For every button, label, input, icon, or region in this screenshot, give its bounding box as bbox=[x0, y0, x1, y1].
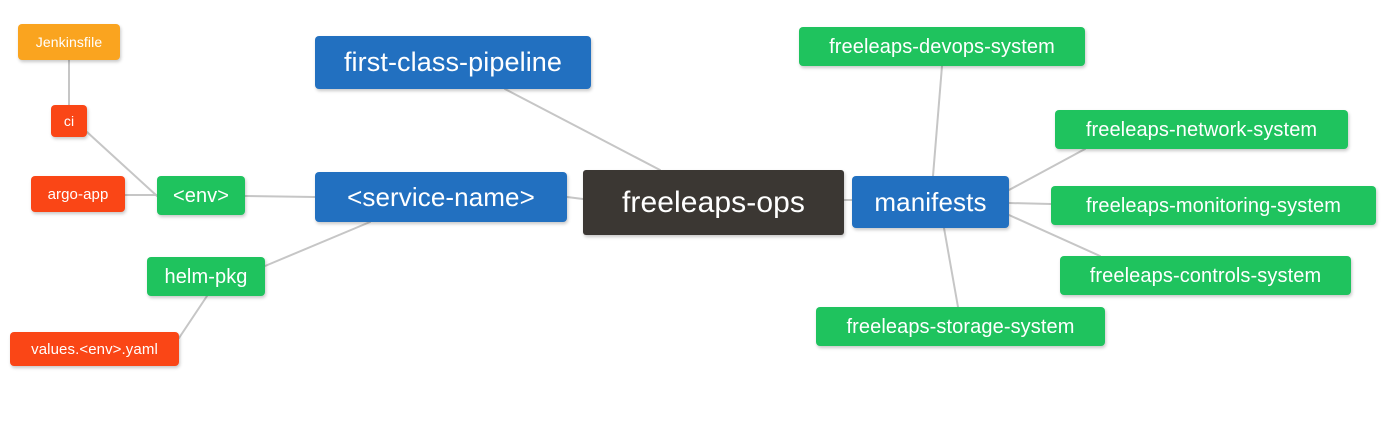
edge-env-to-service-name bbox=[244, 195, 316, 198]
node-helm-pkg[interactable]: helm-pkg bbox=[147, 257, 265, 296]
edge-manifests-to-freeleaps-storage-system bbox=[943, 227, 959, 308]
node-values-yaml[interactable]: values.<env>.yaml bbox=[10, 332, 179, 366]
edge-service-name-to-freeleaps-ops bbox=[566, 196, 584, 200]
node-manifests[interactable]: manifests bbox=[852, 176, 1009, 228]
node-freeleaps-monitoring-system[interactable]: freeleaps-monitoring-system bbox=[1051, 186, 1376, 225]
node-argo-app[interactable]: argo-app bbox=[31, 176, 125, 212]
node-jenkinsfile[interactable]: Jenkinsfile bbox=[18, 24, 120, 60]
node-freeleaps-storage-system[interactable]: freeleaps-storage-system bbox=[816, 307, 1105, 346]
edge-manifests-to-freeleaps-monitoring-system bbox=[1008, 202, 1052, 205]
node-ci[interactable]: ci bbox=[51, 105, 87, 137]
node-freeleaps-ops[interactable]: freeleaps-ops bbox=[583, 170, 844, 235]
node-freeleaps-devops-system[interactable]: freeleaps-devops-system bbox=[799, 27, 1085, 66]
node-env[interactable]: <env> bbox=[157, 176, 245, 215]
edge-helm-pkg-to-service-name bbox=[264, 221, 371, 267]
node-first-class-pipeline[interactable]: first-class-pipeline bbox=[315, 36, 591, 89]
edge-first-class-pipeline-to-freeleaps-ops bbox=[504, 88, 661, 171]
edge-manifests-to-freeleaps-network-system bbox=[1008, 148, 1086, 191]
edge-manifests-to-freeleaps-devops-system bbox=[932, 65, 943, 177]
node-service-name[interactable]: <service-name> bbox=[315, 172, 567, 222]
node-freeleaps-controls-system[interactable]: freeleaps-controls-system bbox=[1060, 256, 1351, 295]
edge-values-yaml-to-helm-pkg bbox=[178, 295, 208, 339]
node-freeleaps-network-system[interactable]: freeleaps-network-system bbox=[1055, 110, 1348, 149]
